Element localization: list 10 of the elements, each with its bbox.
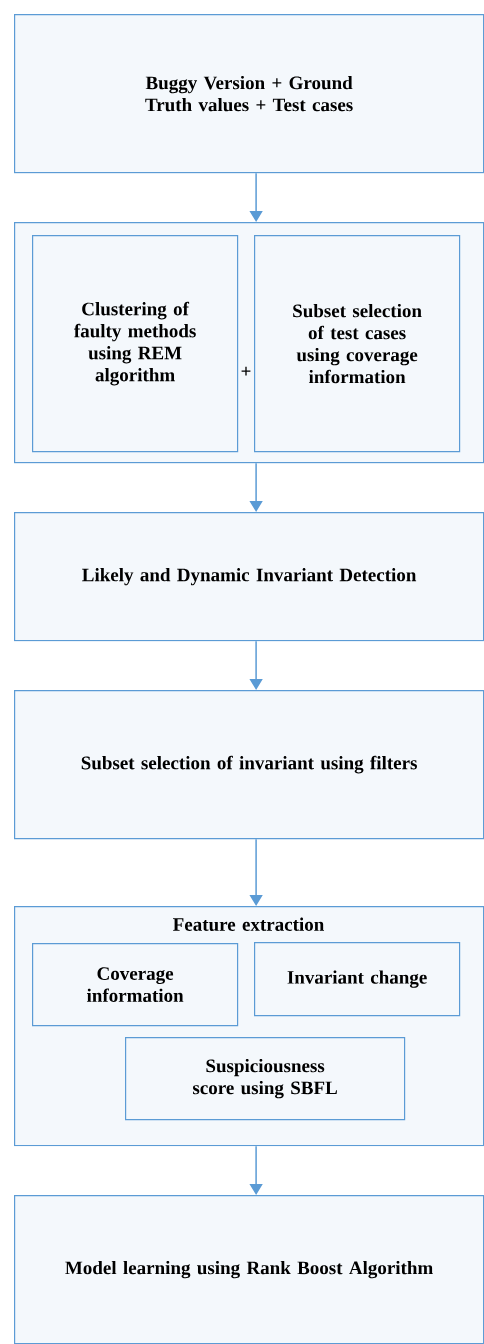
process-box: Model learning using Rank Boost Algorithm	[14, 1195, 484, 1344]
process-box: Invariant change	[254, 942, 461, 1017]
process-box: Likely and Dynamic Invariant Detection	[14, 512, 484, 642]
process-box: Buggy Version + Ground Truth values + Test cases	[14, 14, 484, 174]
process-box: Suspiciousness score using SBFL	[125, 1037, 406, 1121]
process-box: Clustering of faulty methods using REM algorithm	[32, 235, 239, 453]
plus-sign: +	[241, 366, 251, 376]
process-box: Subset selection of invariant using filters	[14, 690, 484, 840]
process-box: Coverage information	[32, 943, 239, 1027]
process-box: Subset selection of test cases using coverage information	[254, 235, 461, 453]
